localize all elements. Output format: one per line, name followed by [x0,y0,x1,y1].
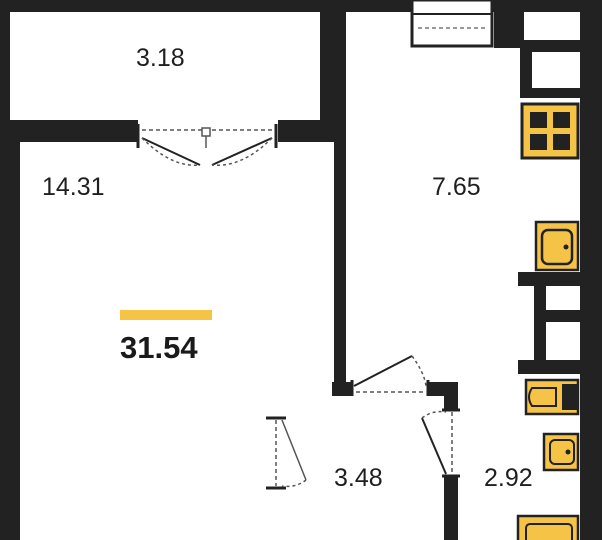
bathtub-icon [516,514,580,540]
bathroom-door [421,408,460,478]
kitchen-floor-e [348,272,442,382]
hallway-floor [286,398,442,540]
hallway-area-label: 3.48 [334,464,383,492]
hallway-left-door [266,416,307,490]
washbasin-icon [542,432,580,472]
toilet-icon [524,378,580,416]
balcony-area-label: 3.18 [136,44,185,72]
shaft-box-small-b [548,324,578,358]
kitchen-area-label: 7.65 [432,173,481,201]
sink-icon [534,220,580,272]
kitchen-window [410,0,494,48]
total-area-accent-bar [120,310,212,320]
shaft-box-small-a [548,288,578,308]
balcony-floor [12,14,318,118]
total-area-value: 31.54 [120,330,198,365]
living-room-area-label: 14.31 [42,173,105,201]
floors [12,14,578,540]
balcony-door [136,120,278,167]
bathroom-area-label: 2.92 [484,464,533,492]
shaft-box [458,288,532,358]
duct-box [534,54,578,86]
kitchen-door [350,355,430,396]
stove-icon [520,102,580,160]
kitchen-floor-d [348,100,520,272]
